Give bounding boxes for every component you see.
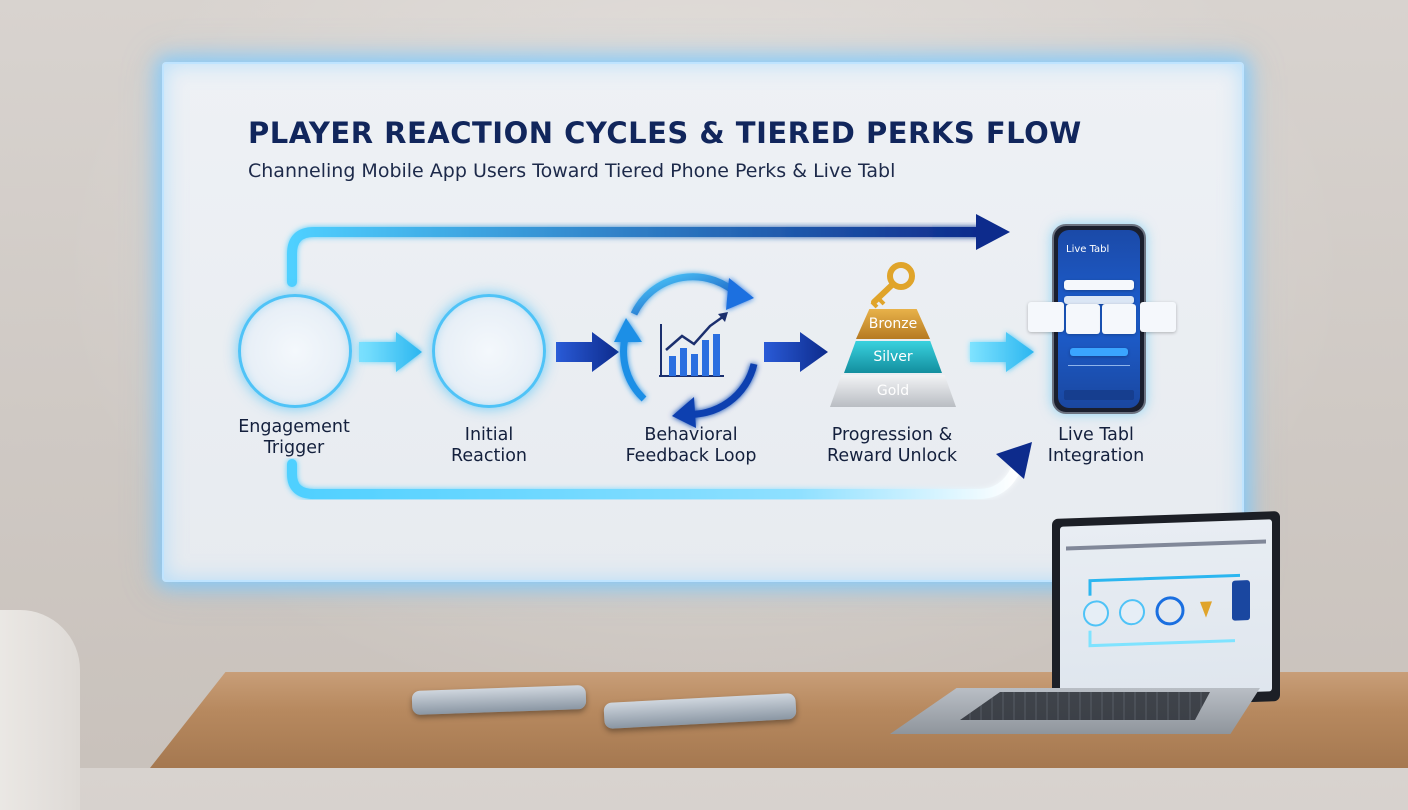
- phone-search-bar: [1064, 280, 1134, 290]
- arrow-1: [359, 332, 422, 372]
- perk-card-2: [1066, 304, 1100, 334]
- top-flow-arrowhead: [976, 214, 1010, 250]
- phone-app-title: Live Tabl: [1066, 244, 1110, 255]
- arrow-4: [970, 332, 1034, 372]
- perk-card-1: [1028, 302, 1064, 332]
- tier-bronze: Bronze: [856, 309, 930, 339]
- phone-filter-bar: [1064, 296, 1134, 304]
- bottom-flow-arrowhead: [996, 442, 1032, 479]
- tier-silver: Silver: [844, 341, 942, 373]
- laptop-diagram-preview: [1066, 539, 1266, 648]
- node-engagement-trigger: [238, 294, 352, 408]
- feedback-loop-icon: [614, 273, 758, 428]
- phone-action-bar: [1070, 348, 1128, 356]
- key-icon: [870, 262, 915, 309]
- laptop-keyboard: [960, 692, 1210, 720]
- arrow-3: [764, 332, 828, 372]
- stage-label-progression-reward-unlock: Progression &Reward Unlock: [827, 425, 957, 466]
- arrow-2: [556, 332, 619, 372]
- feedback-chart-icon: [659, 312, 728, 377]
- bottom-flow-arrow: [287, 459, 1021, 499]
- diagram-board: PLAYER REACTION CYCLES & TIERED PERKS FL…: [162, 62, 1244, 582]
- laptop-display-thumbnail: [1060, 519, 1272, 699]
- node-initial-reaction: [432, 294, 546, 408]
- flow-connectors: [259, 214, 1034, 499]
- perk-card-4: [1140, 302, 1176, 332]
- perk-card-3: [1102, 304, 1136, 334]
- phone-list: [1068, 365, 1130, 366]
- diagram-subtitle: Channeling Mobile App Users Toward Tiere…: [248, 160, 896, 182]
- phone-nav-bar: [1064, 390, 1134, 400]
- laptop-screen: [1052, 511, 1280, 709]
- tier-gold: Gold: [830, 375, 956, 407]
- chair: [0, 610, 80, 810]
- diagram-title: PLAYER REACTION CYCLES & TIERED PERKS FL…: [248, 116, 1082, 150]
- top-flow-arrow: [287, 227, 984, 287]
